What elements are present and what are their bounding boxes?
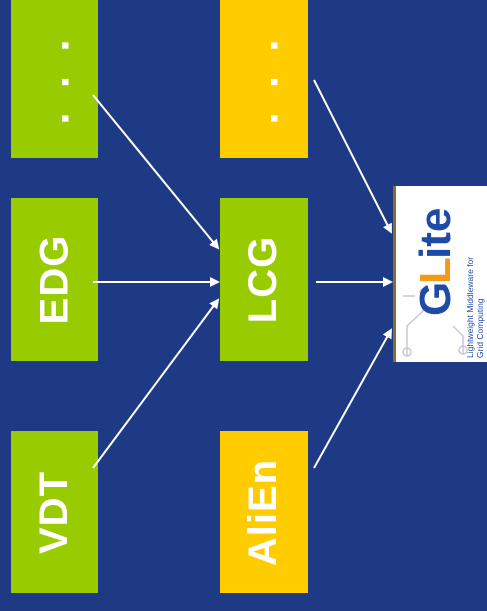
left-top-box: . . . [11, 0, 98, 158]
glite-logo: G L ite Lightweight Middleware for Grid … [393, 186, 487, 362]
logo-l: L [411, 257, 460, 284]
edg-box: EDG [11, 198, 98, 361]
circuit-decoration [402, 288, 468, 357]
arrow-alien-to-glite [313, 328, 392, 469]
lcg-box: LCG [220, 198, 308, 361]
vdt-box: VDT [11, 431, 98, 593]
logo-tagline-2: Grid Computing [475, 298, 485, 358]
logo-ite: ite [411, 208, 460, 259]
alien-box: AliEn [220, 431, 308, 593]
arrow-left-top-to-lcg [92, 94, 220, 250]
arrow-vdt-to-lcg [92, 298, 220, 469]
middle-top-box: . . . [220, 0, 308, 158]
arrow-middle-top-to-glite [313, 79, 392, 234]
logo-tagline-1: Lightweight Middleware for [465, 257, 475, 358]
logo-g: G [411, 282, 460, 316]
